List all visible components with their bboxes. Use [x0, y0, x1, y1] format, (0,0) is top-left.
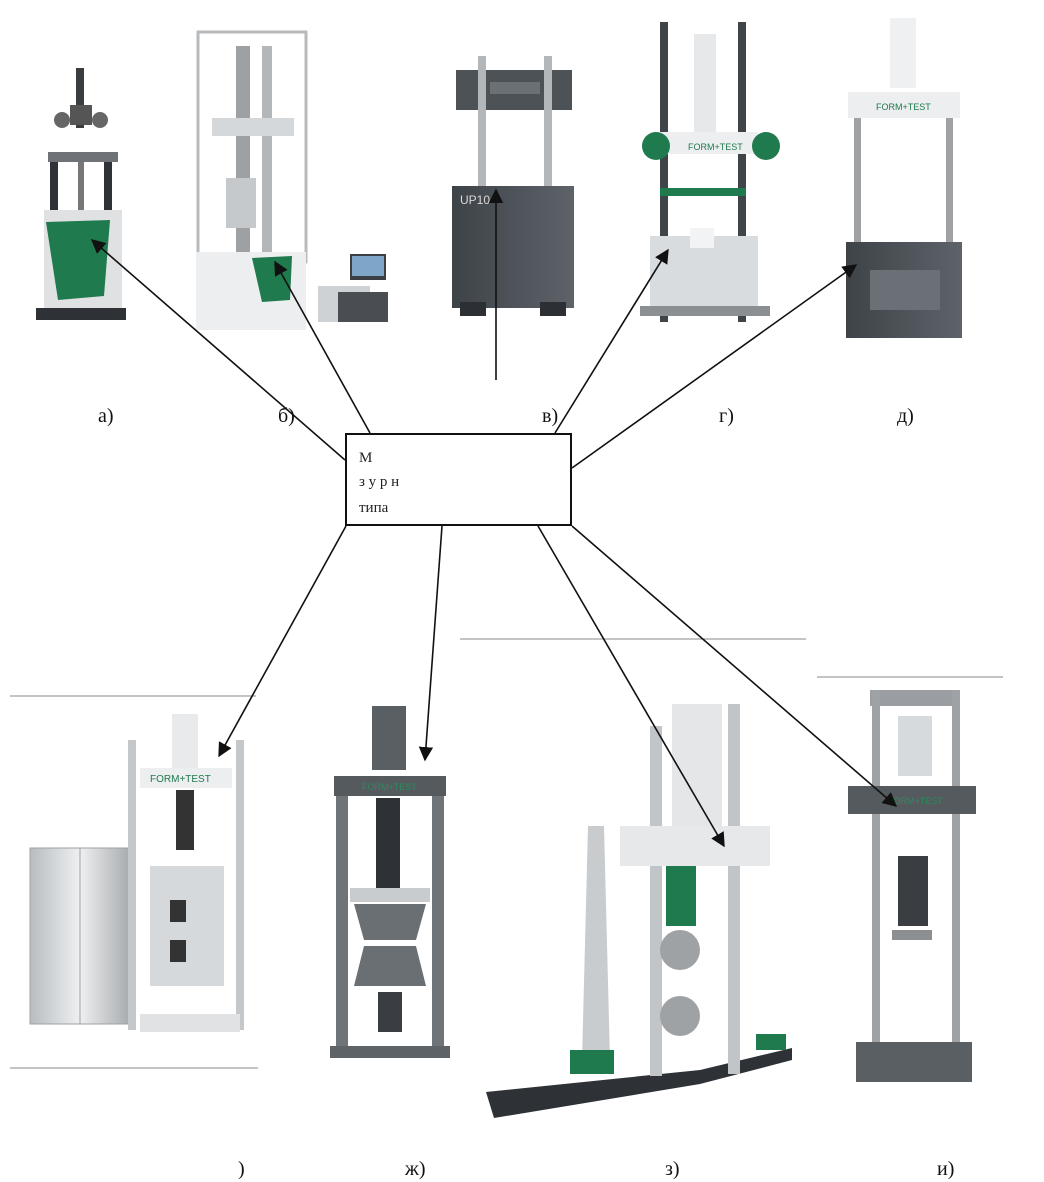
machine-e-brand: FORM+TEST [150, 774, 211, 785]
machine-v-image: UP10 [452, 56, 574, 316]
machine-i-brand: FORM+TEST [888, 796, 943, 806]
machine-d-brand: FORM+TEST [876, 102, 931, 112]
central-hub-box: М з у р н типа [345, 433, 572, 526]
label-i: и) [937, 1158, 955, 1180]
label-d: д) [897, 405, 914, 427]
label-g: г) [719, 405, 734, 427]
arrow-to-a [90, 239, 346, 461]
machine-g-brand: FORM+TEST [688, 142, 743, 152]
arrow-to-zh [418, 525, 443, 762]
label-e: ) [238, 1158, 245, 1180]
machine-e-image: FORM+TEST [29, 714, 244, 1032]
label-zh: ж) [405, 1158, 426, 1180]
arrow-to-g [554, 248, 669, 434]
machine-zh-image: FORM+TEST [330, 706, 450, 1058]
machine-z-image [486, 704, 792, 1118]
hub-text-line-2: з у р н [359, 474, 400, 490]
label-v: в) [542, 405, 559, 427]
arrow-to-d [571, 264, 858, 469]
label-b: б) [278, 405, 295, 427]
machine-v-panel-text: UP10 [460, 193, 490, 207]
machine-b-image [196, 30, 388, 330]
label-z: з) [665, 1158, 680, 1180]
arrow-to-b [274, 260, 371, 434]
machine-i-image: FORM+TEST [848, 690, 976, 1082]
arrow-to-e [218, 525, 347, 758]
machine-a-image [36, 68, 126, 320]
machine-d-image: FORM+TEST [846, 18, 962, 338]
label-a: а) [98, 405, 114, 427]
hub-text-line-1: М [359, 450, 373, 466]
machine-g-image: FORM+TEST [640, 22, 780, 322]
hub-text-line-3: типа [359, 500, 389, 516]
arrow-to-z [537, 525, 725, 848]
arrow-to-i [571, 525, 898, 807]
machine-zh-brand: FORM+TEST [362, 782, 417, 792]
